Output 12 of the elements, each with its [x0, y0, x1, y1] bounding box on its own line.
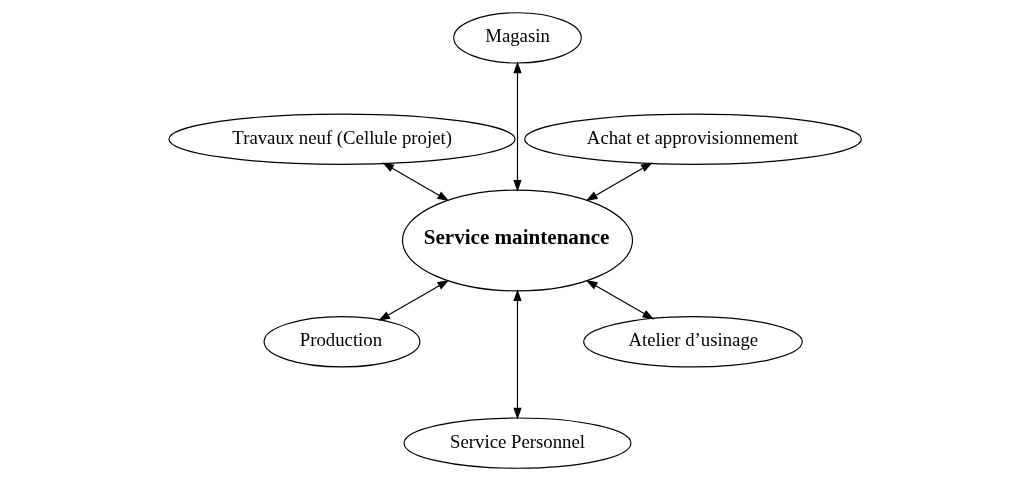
node-ellipse: Magasin [452, 12, 582, 64]
arrow [585, 162, 653, 202]
arrow [585, 279, 654, 320]
arrow [377, 279, 449, 321]
node-ellipse: Atelier d’usinage [582, 316, 803, 368]
node-ellipse: Travaux neuf (Cellule projet) [167, 113, 516, 165]
node-ellipse: Production [263, 316, 420, 368]
arrow [381, 162, 449, 202]
arrow [512, 289, 522, 420]
node-ellipse: Achat et approvisionnement [523, 113, 862, 165]
node-ellipse: Service Personnel [402, 417, 632, 469]
arrow [512, 61, 522, 192]
